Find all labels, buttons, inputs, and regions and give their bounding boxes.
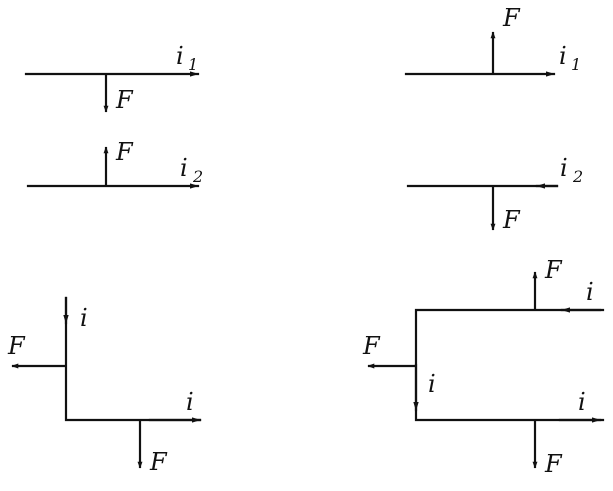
svg-text:2: 2 [572, 167, 583, 186]
force-label: F [544, 256, 563, 284]
current-label-bottom: i [578, 388, 586, 416]
svg-text:i: i [176, 42, 184, 70]
panel-l-shaped-conductor: i i F F [7, 296, 202, 476]
force-label: F [544, 450, 563, 478]
current-label-i1: i 1 [559, 42, 581, 74]
panel-u-shaped-conductor: i i i F F F [362, 256, 605, 478]
svg-text:i: i [180, 154, 188, 182]
current-label-vertical: i [428, 370, 436, 398]
svg-text:i: i [560, 154, 568, 182]
force-label: F [149, 448, 168, 476]
svg-text:1: 1 [571, 55, 581, 74]
svg-text:2: 2 [192, 167, 203, 186]
svg-text:i: i [559, 42, 567, 70]
current-label-vertical: i [80, 304, 88, 332]
current-label-i2: i 2 [180, 154, 203, 186]
panel-parallel-currents: i 1 F i 2 F [24, 42, 203, 189]
current-label-i1: i 1 [176, 42, 198, 74]
force-label: F [7, 332, 26, 360]
panel-antiparallel-currents: i 1 F i 2 F [404, 4, 583, 234]
current-label-i2: i 2 [560, 154, 583, 186]
current-label-top: i [586, 278, 594, 306]
force-label: F [115, 138, 134, 166]
force-label: F [502, 4, 521, 32]
u-conductor [414, 308, 605, 422]
force-label: F [362, 332, 381, 360]
force-label: F [115, 86, 134, 114]
current-label-horizontal: i [186, 388, 194, 416]
svg-text:1: 1 [188, 55, 198, 74]
force-label: F [502, 206, 521, 234]
